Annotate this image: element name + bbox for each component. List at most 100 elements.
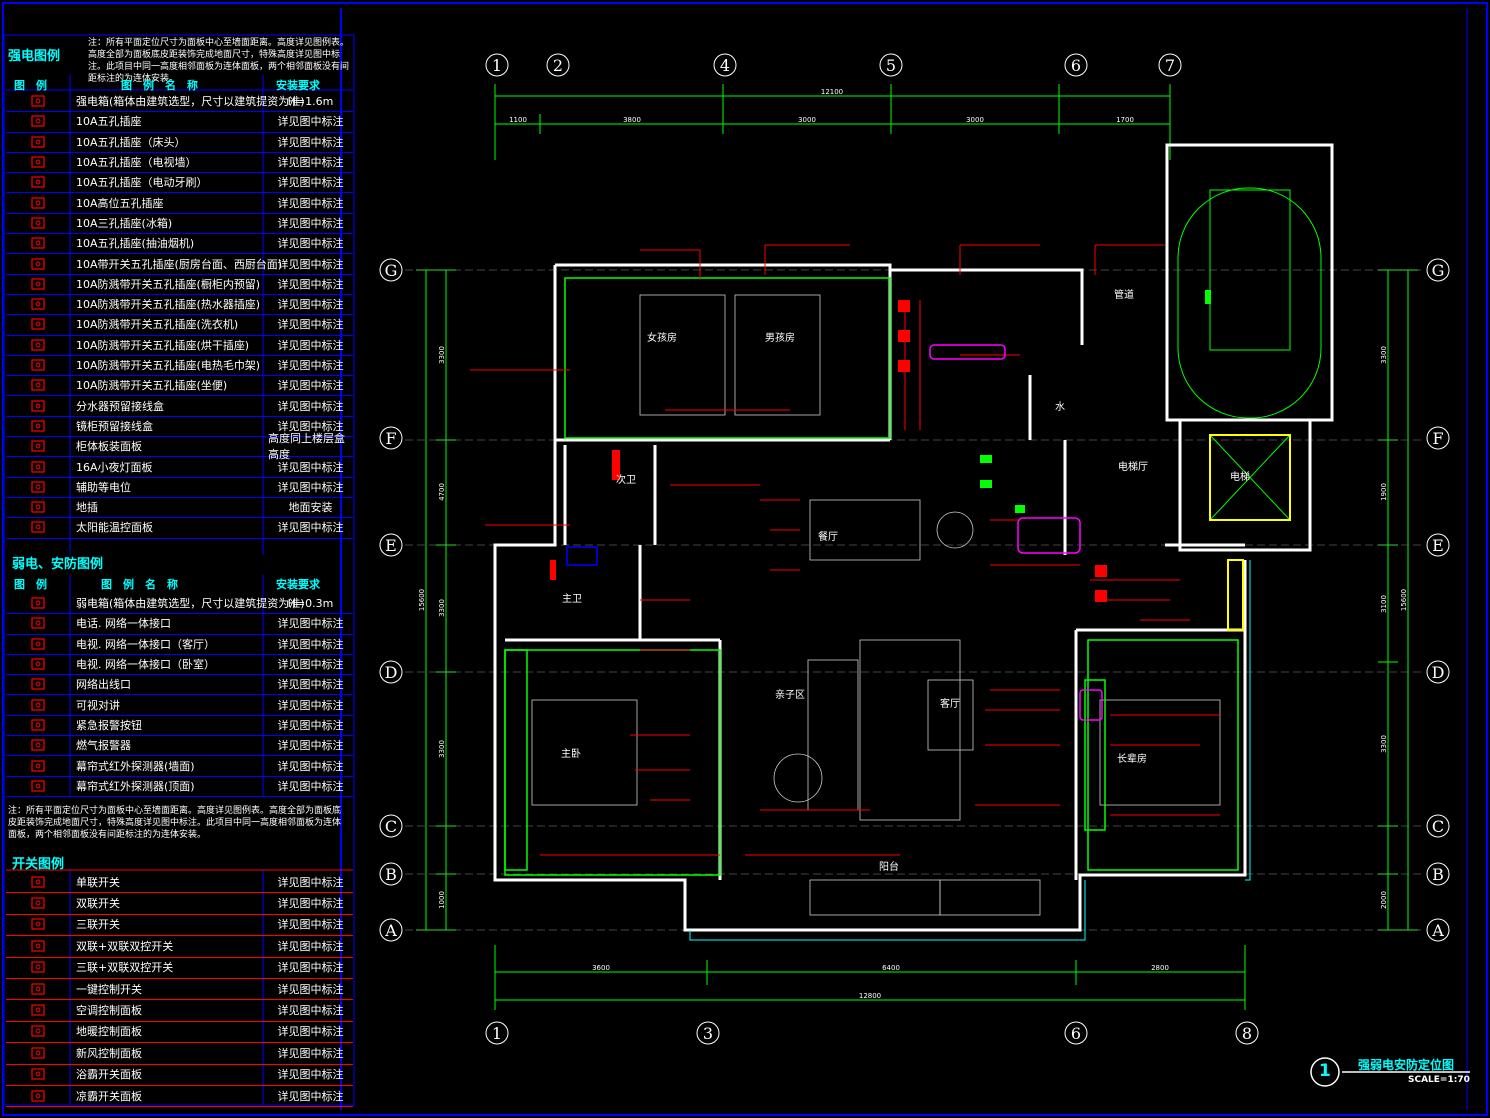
legend-item-requirement: 详见图中标注 [277, 480, 344, 494]
legend-symbol-icon [6, 1021, 70, 1042]
legend-row: 10A三孔插座(冰箱)详见图中标注 [6, 213, 353, 235]
legend-item-name: 一键控制开关 [76, 982, 142, 996]
legend-item-requirement: 详见图中标注 [277, 1004, 344, 1018]
legend-symbol-icon [6, 314, 70, 334]
legend-item-requirement: H=1.6m [287, 94, 334, 108]
legend-item-requirement: 详见图中标注 [277, 897, 344, 911]
legend-item-requirement: 详见图中标注 [277, 277, 344, 291]
switch-legend-title: 开关图例 [12, 857, 65, 872]
legend-grid [6, 75, 353, 1105]
legend-symbol-icon [6, 871, 70, 892]
legend-symbol-icon [6, 978, 70, 999]
legend-symbol-icon [6, 111, 70, 131]
dimension-left [416, 269, 456, 931]
furniture [531, 294, 1221, 916]
legend-item-name: 电视. 网络一体接口（客厅） [76, 637, 215, 651]
legend-item-name: 10A防溅带开关五孔插座(烘干插座) [76, 338, 250, 352]
legend-item-name: 幕帘式红外探测器(顶面) [76, 779, 195, 793]
legend-item-name: 弱电箱(箱体由建筑选型，尺寸以建筑提资为准) [76, 597, 305, 611]
legend-symbol-icon [6, 477, 70, 497]
legend-row: 凉霸开关面板详见图中标注 [6, 1085, 353, 1108]
legend-item-name: 10A五孔插座（电动牙刷） [76, 176, 208, 190]
legend-item-name: 10A防溅带开关五孔插座(电热毛巾架) [76, 359, 261, 373]
legend-item-requirement: 详见图中标注 [277, 617, 344, 631]
legend-symbol-icon [6, 274, 70, 294]
weak-legend-title: 弱电、安防图例 [12, 557, 104, 572]
legend-row: 10A防溅带开关五孔插座(橱柜内预留)详见图中标注 [6, 274, 353, 295]
legend-symbol-icon [6, 193, 70, 213]
legend-row: 燃气报警器详见图中标注 [6, 735, 353, 757]
stair-core [1165, 143, 1334, 552]
legend-item-name: 浴霸开关面板 [76, 1068, 142, 1082]
strong-header-symbol: 图 例 [14, 79, 47, 92]
legend-symbol-icon [6, 253, 70, 273]
legend-row: 弱电箱(箱体由建筑选型，尺寸以建筑提资为准)H=0.3m [6, 593, 353, 615]
legend-item-requirement: 详见图中标注 [277, 739, 344, 753]
legend-item-requirement: 详见图中标注 [277, 637, 344, 651]
strong-legend-note: 注：所有平面定位尺寸为面板中心至墙面距离。高度详见图例表。高度全部为面板底皮距装… [88, 38, 350, 84]
legend-symbol-icon [6, 593, 70, 613]
legend-symbol-icon [6, 335, 70, 355]
legend-item-requirement: 详见图中标注 [277, 698, 344, 712]
legend-item-name: 地暖控制面板 [76, 1025, 142, 1039]
legend-symbol-icon [6, 91, 70, 111]
legend-symbol-icon [6, 634, 70, 654]
legend-item-requirement: 详见图中标注 [277, 1046, 344, 1060]
legend-row: 10A防溅带开关五孔插座(烘干插座)详见图中标注 [6, 335, 353, 356]
legend-item-name: 镜柜预留接线盒 [76, 419, 153, 433]
legend-symbol-icon [6, 172, 70, 192]
legend-item-name: 辅助等电位 [76, 480, 131, 494]
strong-header-name: 图 例 名 称 [121, 79, 198, 92]
legend-symbol-icon [6, 892, 70, 913]
legend-row: 电视. 网络一体接口（客厅） 详见图中标注 [6, 634, 353, 655]
legend-row: 辅助等电位 详见图中标注 [6, 477, 353, 498]
legend-row: 幕帘式红外探测器(顶面) 详见图中标注 [6, 776, 353, 797]
dimension-top [494, 84, 1171, 160]
legend-symbol-icon [6, 654, 70, 674]
legend-symbol-icon [6, 914, 70, 935]
title-number: 1 [1319, 1061, 1331, 1081]
legend-item-requirement: 详见图中标注 [277, 918, 344, 932]
legend-symbol-icon [6, 375, 70, 395]
legend-symbol-icon [6, 999, 70, 1020]
legend-panel: 强电图例 注：所有平面定位尺寸为面板中心至墙面距离。高度详见图例表。高度全部为面… [6, 35, 353, 1108]
legend-symbol-icon [6, 436, 70, 456]
legend-symbol-icon [6, 776, 70, 796]
legend-item-name: 三联开关 [76, 918, 120, 932]
legend-item-requirement: 详见图中标注 [277, 216, 344, 230]
legend-row: 三联开关 详见图中标注 [6, 914, 353, 937]
legend-item-name: 单联开关 [76, 875, 120, 889]
legend-item-name: 10A五孔插座（电视墙） [76, 156, 197, 170]
title-text: 强弱电安防定位图 [1358, 1058, 1455, 1072]
legend-item-requirement: 详见图中标注 [277, 460, 344, 474]
legend-item-requirement: 详见图中标注 [277, 196, 344, 210]
legend-symbol-icon [6, 1085, 70, 1106]
legend-item-name: 强电箱(箱体由建筑选型，尺寸以建筑提资为准) [76, 95, 305, 109]
legend-symbol-icon [6, 1042, 70, 1063]
legend-item-requirement: 详见图中标注 [277, 1025, 344, 1039]
legend-symbol-icon [6, 152, 70, 172]
legend-item-name: 幕帘式红外探测器(墙面) [76, 759, 195, 773]
legend-row: 电视. 网络一体接口（卧室）详见图中标注 [6, 654, 353, 676]
legend-row: 太阳能温控面板详见图中标注 [6, 517, 353, 539]
legend-item-name: 双联开关 [76, 897, 120, 911]
strong-header-req: 安装要求 [276, 79, 320, 92]
legend-item-name: 紧急报警按钮 [76, 718, 142, 732]
legend-symbol-icon [6, 935, 70, 956]
legend-row: 镜柜预留接线盒 详见图中标注 [6, 416, 353, 438]
legend-item-requirement: 详见图中标注 [277, 678, 344, 692]
legend-item-requirement: 详见图中标注 [277, 759, 344, 773]
legend-symbol-icon [6, 695, 70, 715]
dimension-right [1378, 269, 1418, 931]
legend-item-name: 分水器预留接线盒 [76, 399, 164, 413]
legend-item-requirement: 详见图中标注 [277, 779, 344, 793]
legend-row: 10A五孔插座(抽油烟机)详见图中标注 [6, 233, 353, 255]
legend-item-name: 10A五孔插座（床头） [76, 135, 186, 149]
legend-item-name: 三联+双联双控开关 [76, 961, 174, 975]
legend-symbol-icon [6, 233, 70, 253]
legend-symbol-icon [6, 416, 70, 436]
legend-row: 地插地面安装 [6, 497, 353, 519]
legend-item-requirement: 详见图中标注 [277, 135, 344, 149]
legend-item-name: 空调控制面板 [76, 1004, 142, 1018]
legend-item-requirement: 详见图中标注 [277, 419, 344, 433]
